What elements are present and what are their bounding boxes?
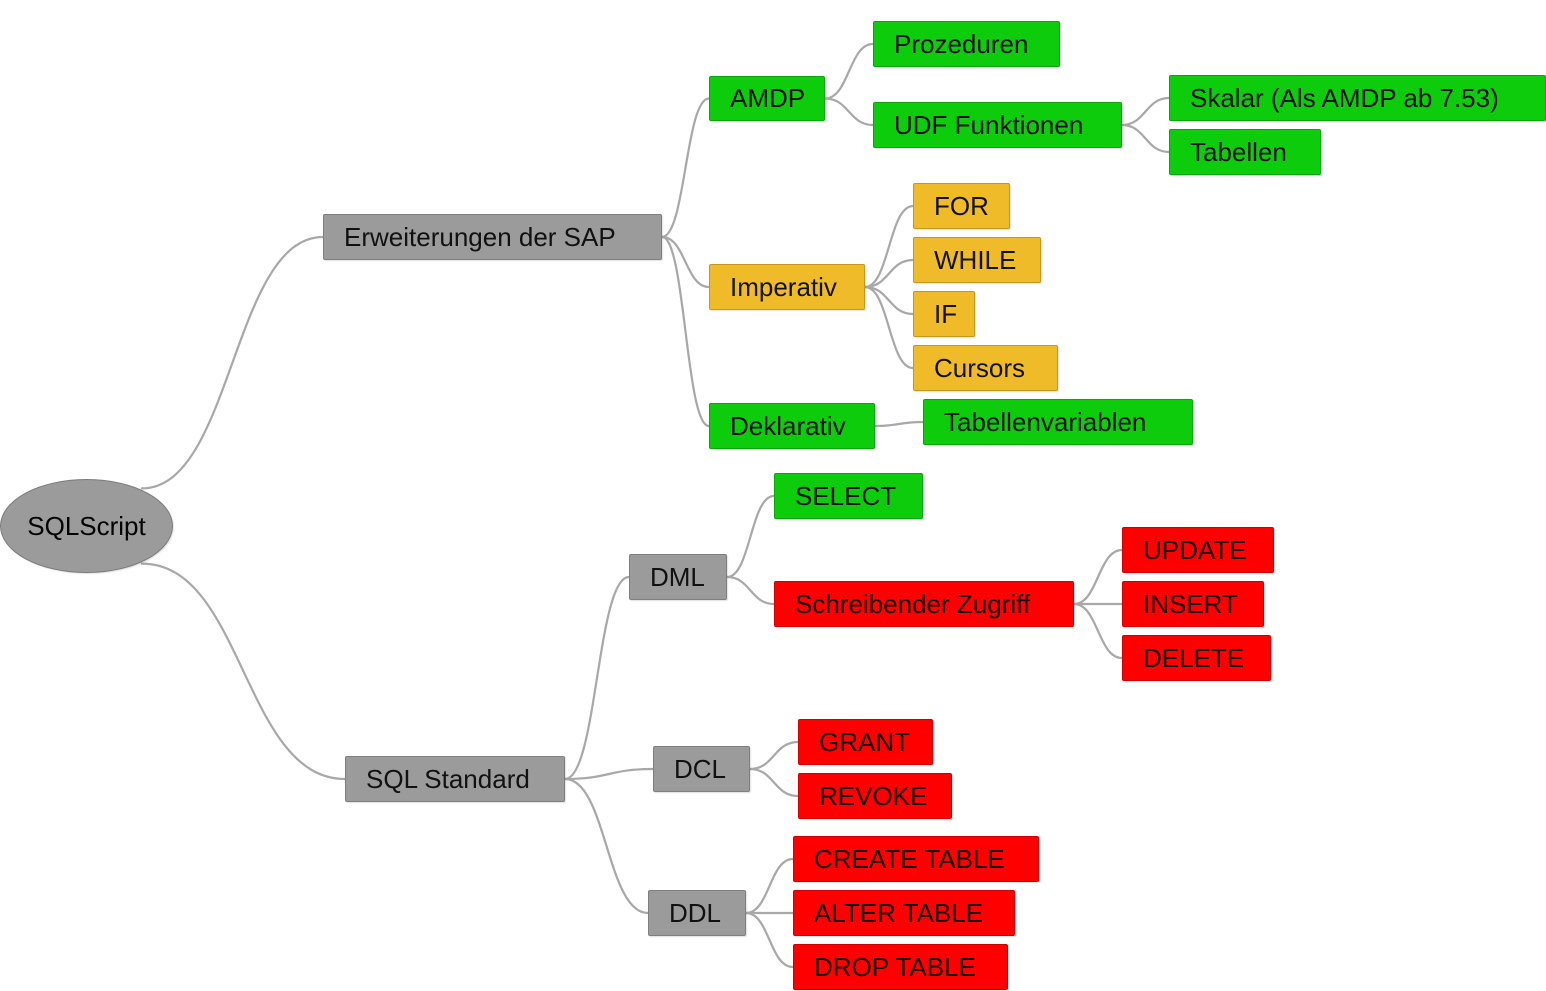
node-label: WHILE (934, 244, 1017, 275)
node-update[interactable]: UPDATE (1122, 527, 1274, 573)
node-label: GRANT (819, 726, 910, 757)
connector-line (660, 97, 711, 239)
connector-line (873, 420, 925, 428)
node-label: FOR (934, 190, 989, 221)
node-revoke[interactable]: REVOKE (798, 773, 952, 819)
node-write-access[interactable]: Schreibender Zugriff (774, 581, 1074, 627)
node-label: Tabellenvariablen (944, 406, 1147, 437)
connector-line (863, 204, 915, 289)
node-sap-extensions[interactable]: Erweiterungen der SAP (323, 214, 662, 260)
node-cursors[interactable]: Cursors (913, 345, 1058, 391)
connector-line (725, 494, 776, 579)
node-label: SQL Standard (366, 763, 530, 794)
connector-line (660, 235, 711, 428)
node-procedures[interactable]: Prozeduren (873, 21, 1060, 67)
node-label: Cursors (934, 352, 1026, 383)
node-label: DROP TABLE (814, 951, 976, 982)
node-label: INSERT (1143, 588, 1238, 619)
node-label: Erweiterungen der SAP (344, 221, 616, 252)
connector-line (1072, 602, 1124, 660)
node-ddl[interactable]: DDL (648, 890, 746, 936)
node-label: SELECT (795, 480, 897, 511)
connector-line (1120, 123, 1171, 154)
connector-line (823, 97, 875, 127)
node-label: UDF Funktionen (894, 109, 1084, 140)
node-label: REVOKE (819, 780, 928, 811)
connector-line (1072, 548, 1124, 606)
node-label: DML (650, 561, 705, 592)
node-select[interactable]: SELECT (774, 473, 923, 519)
node-table-variables[interactable]: Tabellenvariablen (923, 399, 1193, 445)
connector-line (725, 575, 776, 606)
connector-line (748, 740, 800, 771)
connector-line (863, 285, 915, 370)
node-label: CREATE TABLE (814, 843, 1005, 874)
connector-line (563, 575, 631, 781)
node-label: Skalar (Als AMDP ab 7.53) (1190, 82, 1499, 113)
node-label: Tabellen (1190, 136, 1287, 167)
connector-line (823, 42, 875, 100)
connector-line (863, 258, 915, 289)
node-label: Imperativ (730, 271, 837, 302)
node-dcl[interactable]: DCL (653, 746, 750, 792)
node-scalar[interactable]: Skalar (Als AMDP ab 7.53) (1169, 75, 1546, 121)
node-create-table[interactable]: CREATE TABLE (793, 836, 1039, 882)
node-label: Prozeduren (894, 28, 1029, 59)
node-while[interactable]: WHILE (913, 237, 1041, 283)
node-label: SQLScript (27, 510, 146, 541)
node-label: UPDATE (1143, 534, 1247, 565)
node-label: AMDP (730, 83, 806, 113)
node-sql-standard[interactable]: SQL Standard (345, 756, 565, 802)
node-label: ALTER TABLE (814, 897, 984, 928)
node-imperative[interactable]: Imperativ (709, 264, 865, 310)
root-node-sqlscript[interactable]: SQLScript (0, 479, 173, 573)
connector-line (748, 767, 800, 798)
node-insert[interactable]: INSERT (1122, 581, 1264, 627)
connector-line (744, 911, 795, 969)
node-if[interactable]: IF (913, 291, 975, 337)
node-label: Schreibender Zugriff (795, 588, 1031, 619)
node-label: IF (934, 298, 958, 329)
node-alter-table[interactable]: ALTER TABLE (793, 890, 1015, 936)
node-label: DELETE (1143, 642, 1245, 673)
connector-line (140, 562, 347, 781)
connector-line (1120, 96, 1171, 127)
node-amdp[interactable]: AMDP (709, 76, 825, 121)
node-tables[interactable]: Tabellen (1169, 129, 1321, 175)
node-dml[interactable]: DML (629, 554, 727, 600)
node-label: Deklarativ (730, 410, 846, 441)
connector-line (140, 235, 325, 490)
node-declarative[interactable]: Deklarativ (709, 403, 875, 449)
node-label: DCL (674, 753, 727, 784)
connector-line (660, 235, 711, 289)
node-udf-functions[interactable]: UDF Funktionen (873, 102, 1122, 148)
connector-line (563, 777, 650, 915)
node-label: DDL (669, 897, 722, 928)
node-grant[interactable]: GRANT (798, 719, 933, 765)
node-for[interactable]: FOR (913, 183, 1010, 229)
connector-line (744, 857, 795, 915)
node-delete[interactable]: DELETE (1122, 635, 1271, 681)
connector-line (563, 767, 655, 781)
node-drop-table[interactable]: DROP TABLE (793, 944, 1008, 990)
